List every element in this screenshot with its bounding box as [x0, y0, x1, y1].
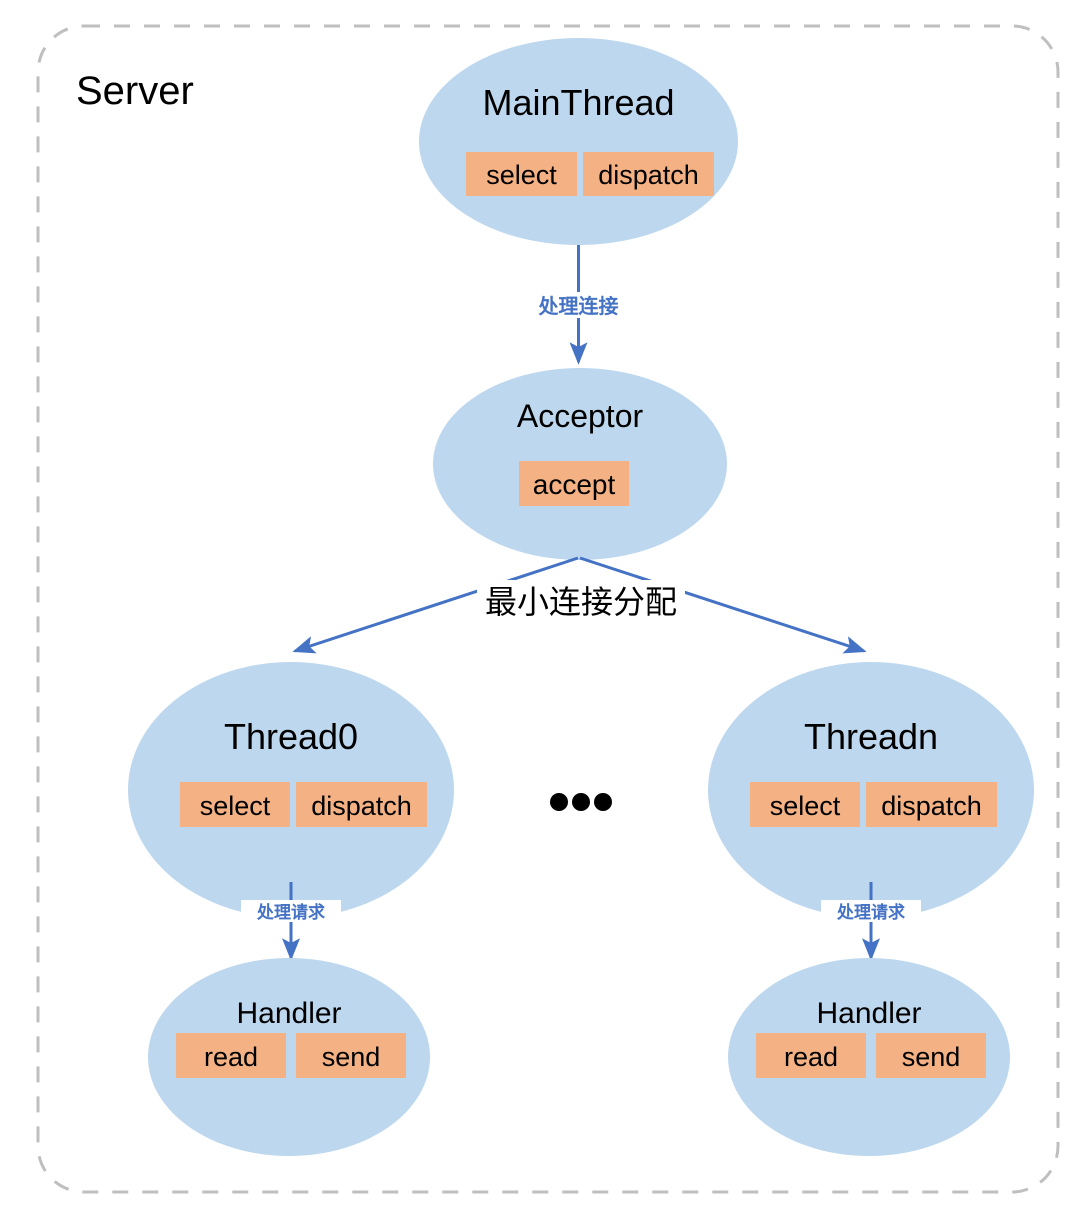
- main-thread-method-box-1[interactable]: [583, 152, 714, 196]
- edge-acceptor-to-thread0-line: [292, 556, 579, 654]
- threads-ellipsis: [550, 793, 612, 811]
- handler-left-method-label-0: read: [204, 1042, 258, 1072]
- node-acceptor[interactable]: Acceptor accept: [433, 368, 727, 560]
- handler-right-method-box-0[interactable]: [756, 1033, 866, 1078]
- thread0-method-label-1: dispatch: [311, 791, 412, 821]
- handler-left-ellipse: [148, 958, 430, 1156]
- threadn-method-label-0: select: [770, 791, 841, 821]
- acceptor-method-label-0: accept: [533, 469, 616, 500]
- edge-threadn-to-handler: 处理请求: [821, 882, 921, 961]
- edge-main-to-acceptor-label: 处理连接: [538, 294, 619, 318]
- acceptor-method-box-0[interactable]: [519, 461, 629, 506]
- handler-left-method-box-0[interactable]: [176, 1033, 286, 1078]
- thread0-method-box-1[interactable]: [296, 782, 427, 827]
- thread0-method-label-0: select: [200, 791, 271, 821]
- threadn-method-label-1: dispatch: [881, 791, 982, 821]
- edge-main-to-acceptor: 处理连接: [519, 245, 639, 365]
- node-handler-right[interactable]: Handler read send: [728, 958, 1010, 1156]
- main-thread-ellipse: [419, 38, 738, 245]
- thread0-ellipse: [128, 662, 454, 918]
- handler-left-method-label-1: send: [322, 1042, 381, 1072]
- node-handler-left[interactable]: Handler read send: [148, 958, 430, 1156]
- edge-thread0-to-handler-label: 处理请求: [256, 902, 325, 923]
- main-thread-method-label-1: dispatch: [598, 160, 699, 190]
- handler-right-method-label-0: read: [784, 1042, 838, 1072]
- edge-acceptor-to-threads: 最小连接分配: [292, 556, 867, 654]
- server-container-title: Server: [76, 69, 194, 113]
- threadn-method-box-0[interactable]: [750, 782, 860, 827]
- server-container-border: [36, 24, 1060, 1194]
- edge-acceptor-to-threadn-line: [579, 556, 867, 654]
- ellipsis-dot-1: [550, 793, 568, 811]
- edge-acceptor-to-threads-label: 最小连接分配: [485, 583, 677, 621]
- handler-left-method-box-1[interactable]: [296, 1033, 406, 1078]
- handler-right-ellipse: [728, 958, 1010, 1156]
- handler-right-method-box-1[interactable]: [876, 1033, 986, 1078]
- thread0-title: Thread0: [224, 716, 358, 757]
- node-threadn[interactable]: Threadn select dispatch: [708, 662, 1034, 918]
- thread0-method-box-0[interactable]: [180, 782, 290, 827]
- edge-thread0-to-handler: 处理请求: [241, 882, 341, 961]
- main-thread-method-box-0[interactable]: [466, 152, 577, 196]
- handler-right-title: Handler: [816, 997, 921, 1030]
- acceptor-title: Acceptor: [517, 398, 644, 434]
- node-thread0[interactable]: Thread0 select dispatch: [128, 662, 454, 918]
- main-thread-method-label-0: select: [486, 160, 557, 190]
- ellipsis-dot-3: [594, 793, 612, 811]
- threadn-method-box-1[interactable]: [866, 782, 997, 827]
- handler-right-method-label-1: send: [902, 1042, 961, 1072]
- handler-left-title: Handler: [236, 997, 341, 1030]
- main-thread-title: MainThread: [482, 82, 674, 123]
- edge-threadn-to-handler-label: 处理请求: [836, 902, 905, 923]
- node-main-thread[interactable]: MainThread select dispatch: [419, 38, 738, 245]
- threadn-title: Threadn: [804, 716, 938, 757]
- ellipsis-dot-2: [572, 793, 590, 811]
